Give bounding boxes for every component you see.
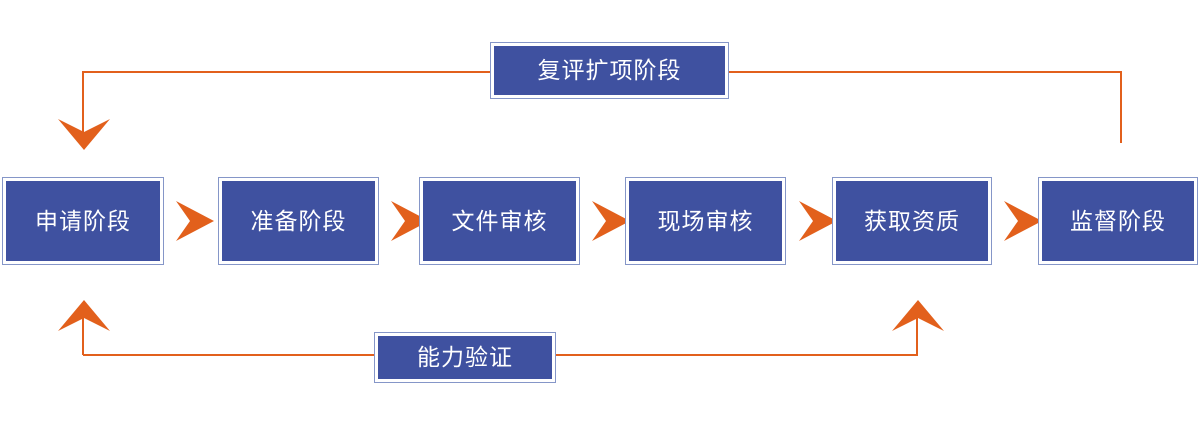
stage-box-supervise[interactable]: 监督阶段 bbox=[1038, 177, 1198, 265]
stage-box-site-audit[interactable]: 现场审核 bbox=[625, 177, 786, 265]
stage-label-proficiency: 能力验证 bbox=[417, 344, 513, 370]
arrow-up-icon bbox=[58, 300, 110, 331]
stage-label-obtain: 获取资质 bbox=[864, 207, 960, 234]
stage-label-prepare: 准备阶段 bbox=[250, 207, 347, 234]
stage-box-prepare[interactable]: 准备阶段 bbox=[218, 177, 379, 265]
stage-label-reassess: 复评扩项阶段 bbox=[537, 57, 682, 83]
stage-label-apply: 申请阶段 bbox=[35, 207, 131, 234]
top-feedback-line-right-riser bbox=[1120, 71, 1122, 143]
chevron-right-icon bbox=[391, 201, 429, 241]
top-feedback-line-left-riser bbox=[82, 71, 84, 137]
bottom-feedback-line-left-riser bbox=[82, 312, 84, 355]
stage-box-doc-review[interactable]: 文件审核 bbox=[419, 177, 580, 265]
bottom-feedback-line-right-riser bbox=[916, 312, 918, 355]
stage-box-reassess[interactable]: 复评扩项阶段 bbox=[490, 42, 729, 99]
chevron-right-icon bbox=[176, 201, 214, 241]
arrow-down-icon bbox=[58, 119, 110, 150]
stage-label-site-audit: 现场审核 bbox=[657, 207, 754, 234]
stage-label-supervise: 监督阶段 bbox=[1070, 207, 1166, 234]
stage-box-apply[interactable]: 申请阶段 bbox=[2, 177, 164, 265]
chevron-right-icon bbox=[592, 201, 630, 241]
chevron-right-icon bbox=[799, 201, 837, 241]
stage-box-obtain[interactable]: 获取资质 bbox=[832, 177, 992, 265]
stage-box-proficiency[interactable]: 能力验证 bbox=[374, 332, 556, 383]
arrow-up-icon bbox=[892, 300, 944, 331]
stage-label-doc-review: 文件审核 bbox=[451, 207, 548, 234]
chevron-right-icon bbox=[1004, 201, 1042, 241]
